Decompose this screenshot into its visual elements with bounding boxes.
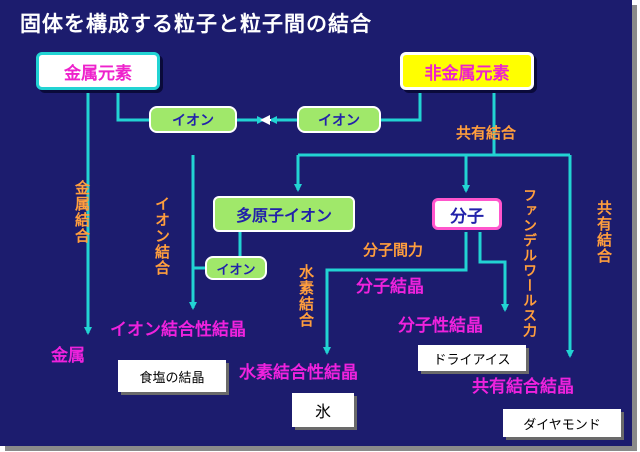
- nonmetal-element-box: 非金属元素: [400, 52, 534, 90]
- diagram-title: 固体を構成する粒子と粒子間の結合: [20, 12, 372, 36]
- diagram-canvas: 固体を構成する粒子と粒子間の結合 金属元素 非金属元素 イオン イオン 多原子イ…: [0, 0, 632, 446]
- ion-pill-small: イオン: [205, 256, 267, 280]
- covalent-bond-label-top: 共有結合: [456, 124, 517, 142]
- metallic-bond-label: 金属結合: [73, 180, 91, 244]
- van-der-waals-label: ファンデルワールス力: [521, 188, 537, 338]
- molecule-box: 分子: [432, 198, 502, 230]
- example-diamond: ダイヤモンド: [503, 409, 621, 437]
- hydrogen-bond-label: 水素結合: [297, 264, 315, 328]
- covalent-crystal-label: 共有結合結晶: [472, 377, 574, 397]
- example-ice: 氷: [292, 393, 354, 427]
- line-metal-to-ion: [116, 90, 149, 122]
- ionic-bond-label: イオン結合: [153, 196, 171, 276]
- intermolecular-force-label: 分子間力: [363, 241, 424, 259]
- ion-pill-right: イオン: [297, 106, 381, 133]
- covalent-bond-label-side: 共有結合: [595, 200, 613, 264]
- metal-crystal-label: 金属: [51, 346, 85, 366]
- ionic-crystal-label: イオン結合性結晶: [110, 320, 246, 340]
- ion-pill-left: イオン: [149, 106, 237, 133]
- example-dry-ice: ドライアイス: [418, 345, 526, 371]
- line-mol-molecular: [478, 232, 509, 312]
- molecular-crystal-type-label: 分子性結晶: [398, 316, 483, 336]
- metal-element-box: 金属元素: [36, 52, 160, 90]
- hydrogen-bonded-crystal-label: 水素結合性結晶: [239, 363, 358, 383]
- molecular-crystal-label: 分子結晶: [356, 277, 424, 297]
- connector-lines: [84, 90, 574, 358]
- example-salt: 食塩の結晶: [118, 360, 226, 392]
- line-nonmetal-to-ion: [381, 90, 422, 122]
- polyatomic-ion-box: 多原子イオン: [213, 196, 355, 232]
- line-mol-hbond: [323, 232, 468, 355]
